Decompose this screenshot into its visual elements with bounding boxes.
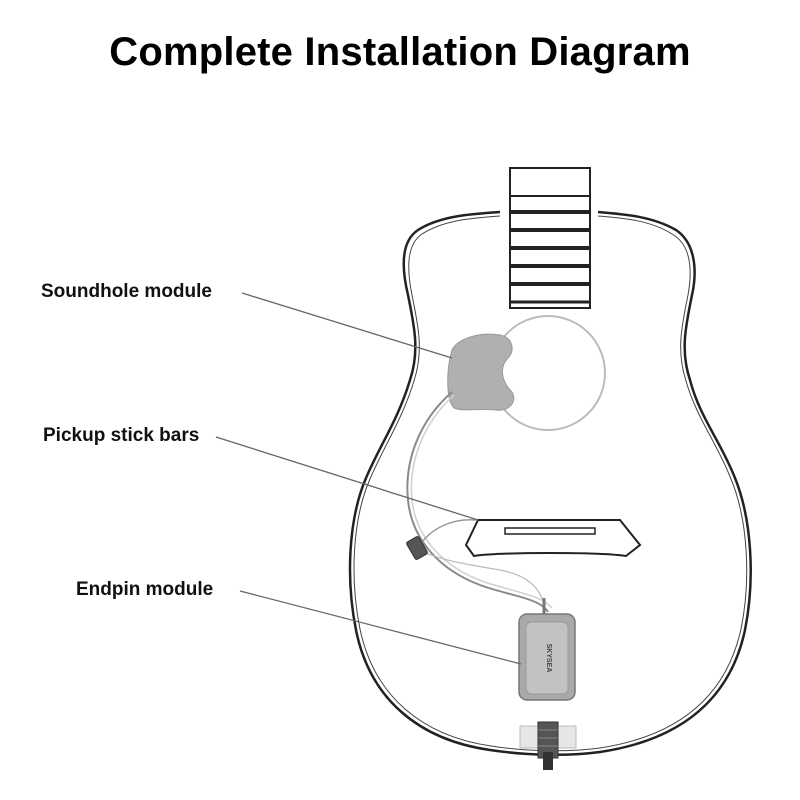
endpin-module-label: Endpin module	[76, 579, 214, 600]
endpin-brand-text: SKYSEA	[545, 644, 552, 673]
endpin-module: SKYSEA	[518, 598, 576, 701]
guitar-neck	[509, 167, 591, 309]
pickup-stick-bars-label: Pickup stick bars	[43, 425, 200, 446]
cable-clip	[406, 536, 428, 560]
endpin-module-leader	[239, 590, 522, 665]
soundhole-module-leader	[241, 292, 453, 359]
pickup-bar-cable-2	[423, 551, 546, 609]
pickup-stick-bars-leader	[215, 436, 479, 521]
soundhole-module-label: Soundhole module	[41, 281, 212, 302]
diagram-title: Complete Installation Diagram	[109, 30, 691, 74]
endpin-jack	[519, 721, 577, 770]
pickup-cable	[406, 391, 549, 613]
soundhole	[490, 315, 606, 431]
bridge-saddle	[504, 527, 596, 535]
soundhole-module	[447, 333, 515, 411]
pickup-bar-cable	[419, 519, 477, 546]
guitar-bridge	[464, 519, 642, 558]
